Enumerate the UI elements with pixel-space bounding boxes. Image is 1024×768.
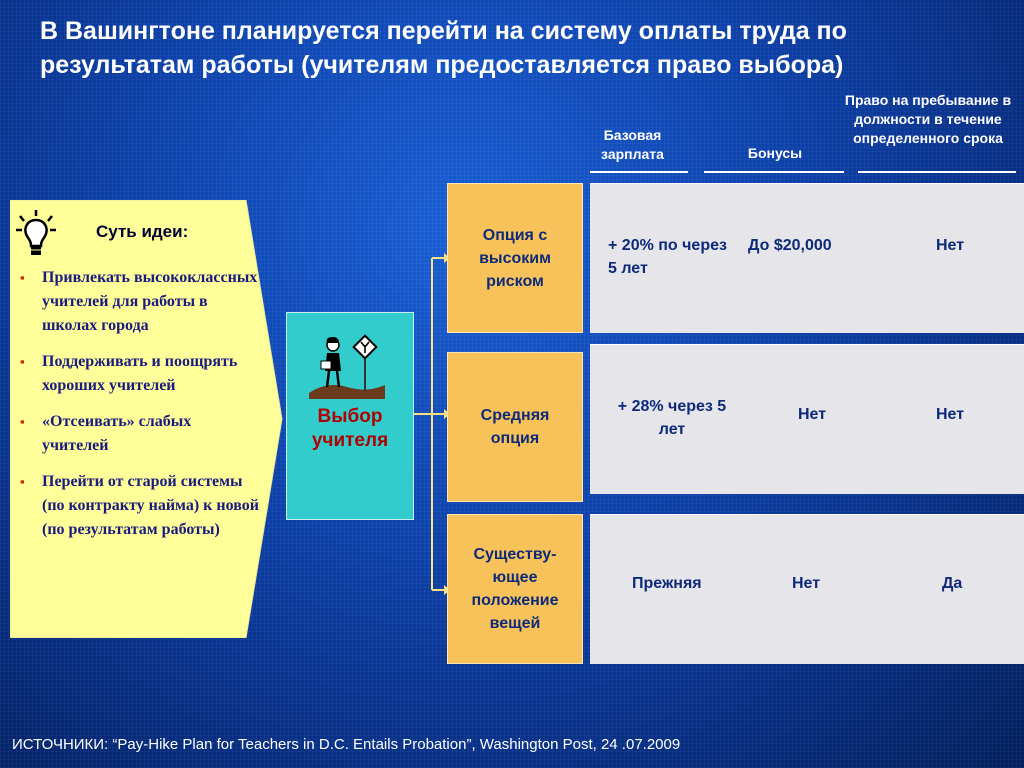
- bonus-value: Нет: [798, 406, 827, 423]
- tenure-value: Нет: [936, 237, 965, 254]
- idea-heading: Суть идеи:: [96, 222, 189, 241]
- column-header-bonuses: Бонусы: [747, 145, 803, 161]
- idea-list: Привлекать высококлассных учителей для р…: [20, 266, 260, 554]
- base-salary-value: + 28% через 5 лет: [617, 398, 727, 438]
- bonus-value: До $20,000: [748, 237, 832, 254]
- bonus-value: Нет: [792, 575, 821, 592]
- option-label: Средняя опция: [480, 407, 550, 447]
- tenure-value: Да: [942, 575, 963, 592]
- teacher-at-crossroads-icon: [309, 334, 385, 399]
- option-status-quo: Существу-ющее положение вещей: [447, 514, 583, 664]
- option-row-high-risk: + 20% по через 5 лет До $20,000 Нет: [590, 183, 1024, 333]
- idea-item: Привлекать высококлассных учителей для р…: [20, 266, 260, 338]
- base-salary-value: Прежняя: [632, 575, 702, 592]
- tenure-value: Нет: [936, 406, 965, 423]
- base-salary-value: + 20% по через 5 лет: [608, 237, 727, 277]
- idea-item: «Отсеивать» слабых учителей: [20, 410, 260, 458]
- source-citation: ИСТОЧНИКИ: “Pay-Hike Plan for Teachers i…: [12, 736, 681, 753]
- option-row-medium: + 28% через 5 лет Нет Нет: [590, 344, 1024, 494]
- column-header-tenure: Право на пребывание в должности в течени…: [844, 92, 1012, 146]
- option-label: Опция с высоким риском: [479, 226, 551, 290]
- option-row-status-quo: Прежняя Нет Да: [590, 514, 1024, 664]
- option-medium: Средняя опция: [447, 352, 583, 502]
- option-high-risk: Опция с высоким риском: [447, 183, 583, 333]
- column-header-base-salary: Базовая зарплата: [601, 127, 664, 162]
- column-underline-tenure: [858, 171, 1016, 173]
- idea-item: Перейти от старой системы (по контракту …: [20, 470, 260, 542]
- teacher-choice-box: Выбор учителя: [286, 312, 414, 520]
- slide-title: В Вашингтоне планируется перейти на сист…: [40, 17, 847, 79]
- lightbulb-icon: [14, 208, 58, 265]
- teacher-choice-label: Выбор учителя: [311, 406, 389, 451]
- option-label: Существу-ющее положение вещей: [471, 546, 559, 632]
- column-underline-base-salary: [590, 171, 688, 173]
- column-underline-bonuses: [704, 171, 844, 173]
- option-connectors: [414, 253, 450, 595]
- idea-item: Поддерживать и поощрять хороших учителей: [20, 350, 260, 398]
